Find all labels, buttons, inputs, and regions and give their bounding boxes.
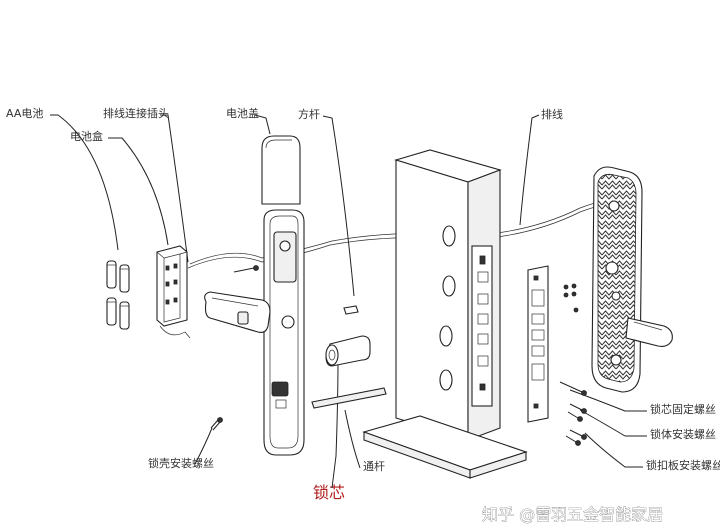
door-base — [362, 415, 528, 479]
label-lock-body-fix-screw: 锁芯固定螺丝 — [650, 402, 716, 416]
battery-cover — [261, 135, 301, 205]
aa-batteries — [106, 260, 130, 330]
label-lock-body-install-screw: 锁体安装螺丝 — [650, 427, 716, 441]
label-battery-box: 电池盒 — [70, 129, 103, 143]
front-panel — [263, 209, 305, 456]
label-aa-battery: AA电池 — [6, 107, 43, 120]
front-lever-handle — [204, 291, 271, 333]
label-square-bar: 方杆 — [298, 107, 320, 121]
back-panel — [591, 166, 643, 393]
leader-lines — [50, 114, 647, 489]
strike-plate — [527, 265, 549, 423]
small-screws — [563, 283, 579, 313]
door-block — [394, 149, 502, 441]
shell-install-screw — [210, 417, 223, 431]
watermark: 知乎 @雷羽五金智能家居 — [482, 505, 663, 524]
square-bar — [343, 305, 359, 315]
label-cable: 排线 — [541, 107, 563, 121]
lock-screws — [559, 381, 587, 446]
label-through-bar: 通杆 — [363, 459, 385, 473]
lock-cylinder — [325, 335, 371, 367]
label-lock-plate-install-screw: 锁扣板安装螺丝 — [646, 458, 720, 472]
through-bar — [311, 387, 387, 409]
label-lock-cylinder: 锁芯 — [313, 483, 345, 502]
label-cable-connector: 排线连接插头 — [103, 106, 169, 120]
panel-screw — [233, 265, 259, 273]
battery-box — [156, 245, 191, 339]
label-shell-install-screw: 锁壳安装螺丝 — [148, 456, 214, 470]
label-battery-cover: 电池盖 — [226, 106, 259, 120]
back-lever-handle — [625, 317, 673, 347]
